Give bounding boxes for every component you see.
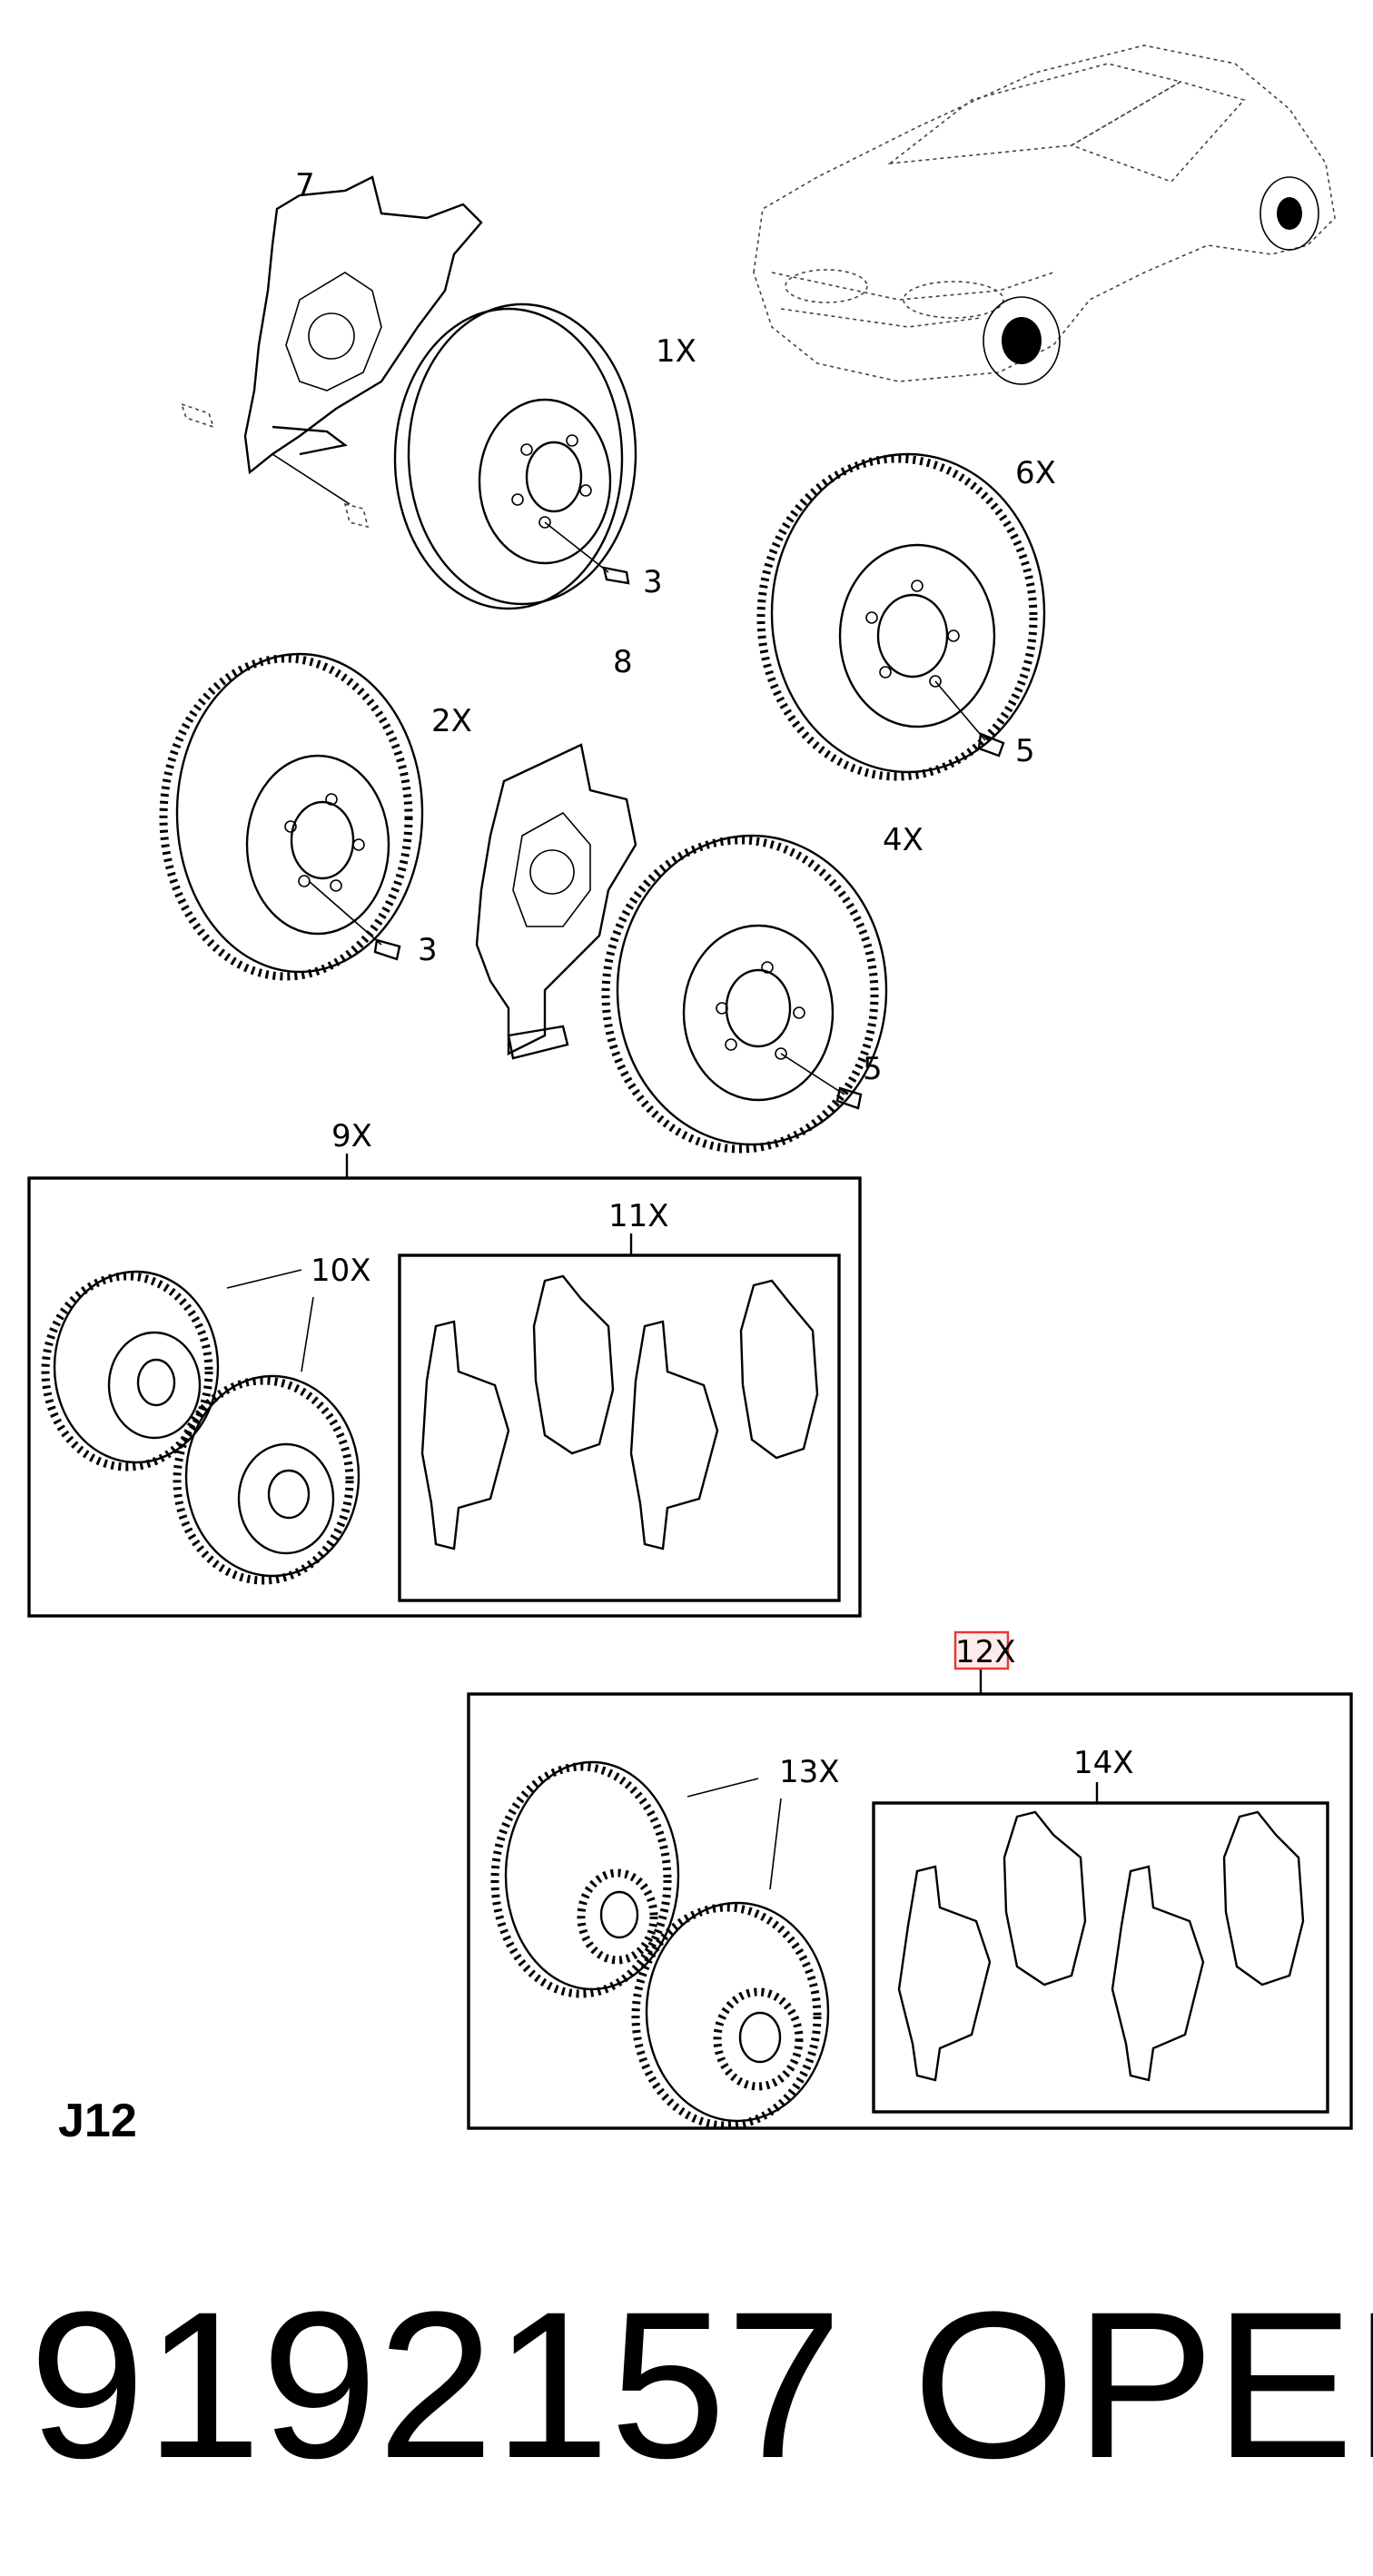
kit-12x-frame bbox=[467, 1692, 1353, 2130]
callout-1x: 1X bbox=[656, 333, 696, 370]
brake-disc-ventilated-front-right bbox=[601, 834, 888, 1154]
callout-3-upper: 3 bbox=[643, 564, 663, 600]
callout-3-lower: 3 bbox=[418, 932, 438, 968]
callout-10x: 10X bbox=[311, 1253, 371, 1289]
callout-14x: 14X bbox=[1073, 1745, 1134, 1781]
kit-9x-group bbox=[27, 1154, 862, 1618]
callout-11x: 11X bbox=[608, 1198, 669, 1234]
kit-12x-group bbox=[467, 1669, 1353, 2130]
kit-14x-frame bbox=[872, 1801, 1329, 2114]
callout-13x: 13X bbox=[779, 1754, 840, 1790]
callout-2x: 2X bbox=[431, 703, 472, 739]
car-illustration bbox=[753, 45, 1336, 385]
diagram-code: J12 bbox=[58, 2095, 137, 2147]
part-number: 9192157 bbox=[29, 2268, 842, 2502]
dust-shield-upper bbox=[180, 175, 483, 529]
brand-name: OPEL bbox=[913, 2268, 1373, 2502]
callout-12x-highlight bbox=[953, 1630, 1010, 1670]
callout-9x: 9X bbox=[331, 1118, 372, 1154]
callout-5-lower: 5 bbox=[863, 1051, 883, 1087]
callout-6x: 6X bbox=[1015, 455, 1056, 491]
kit-9x-frame bbox=[27, 1176, 862, 1618]
brake-disc-ventilated-rear bbox=[756, 452, 1046, 781]
callout-8: 8 bbox=[613, 644, 633, 680]
brake-disc-ventilated-front-left bbox=[159, 652, 424, 981]
callout-7: 7 bbox=[295, 167, 315, 203]
kit-11x-frame bbox=[398, 1253, 841, 1602]
brake-disc-solid bbox=[393, 302, 637, 610]
callout-4x: 4X bbox=[883, 822, 924, 858]
callout-12x: 12X bbox=[955, 1634, 1016, 1670]
dust-shield-lower bbox=[475, 743, 637, 1060]
callout-5-upper: 5 bbox=[1015, 733, 1035, 769]
